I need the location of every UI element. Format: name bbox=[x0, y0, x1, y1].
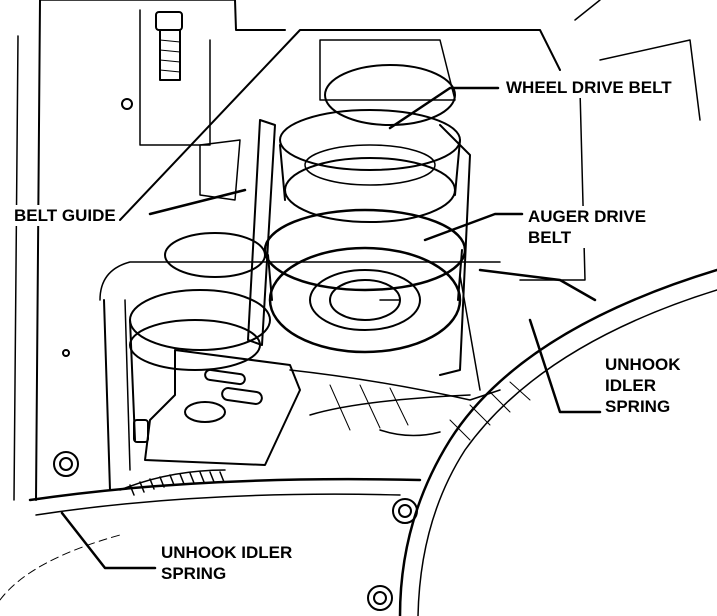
label-text: SPRING bbox=[161, 564, 227, 583]
leader-lines bbox=[60, 86, 602, 570]
auger-drive-pulley bbox=[263, 208, 467, 354]
drive-belt bbox=[289, 268, 597, 431]
label-wheel-drive-belt: WHEEL DRIVE BELT bbox=[506, 77, 672, 98]
bolt-top bbox=[155, 11, 183, 81]
belt-guide-bracket bbox=[199, 119, 471, 376]
wheel-drive-pulley bbox=[279, 39, 461, 223]
housing-frame bbox=[13, 0, 701, 501]
label-unhook-idler-spring-right: UNHOOK IDLER SPRING bbox=[605, 354, 681, 417]
idler-pulley-left bbox=[129, 232, 271, 443]
label-text: BELT bbox=[528, 228, 572, 247]
label-auger-drive-belt: AUGER DRIVE BELT bbox=[528, 206, 647, 248]
idler-bracket-plate bbox=[144, 349, 301, 466]
rivet bbox=[62, 349, 70, 357]
housing-bolt bbox=[392, 498, 418, 524]
label-text: IDLER bbox=[605, 376, 656, 395]
label-text: AUGER DRIVE bbox=[528, 207, 647, 226]
label-unhook-idler-spring-bottom: UNHOOK IDLER SPRING bbox=[161, 542, 293, 584]
label-text: UNHOOK IDLER bbox=[161, 543, 293, 562]
label-belt-guide: BELT GUIDE bbox=[14, 205, 116, 226]
auger-housing bbox=[379, 268, 717, 616]
label-text: UNHOOK bbox=[605, 355, 681, 374]
label-text: SPRING bbox=[605, 397, 671, 416]
label-text: BELT GUIDE bbox=[14, 206, 116, 225]
rivet bbox=[121, 98, 133, 110]
bolt-left-bottom bbox=[53, 451, 79, 477]
idler-spring bbox=[119, 469, 226, 496]
label-text: WHEEL DRIVE BELT bbox=[506, 78, 672, 97]
housing-bolt bbox=[367, 585, 393, 611]
lower-frame bbox=[0, 477, 422, 601]
